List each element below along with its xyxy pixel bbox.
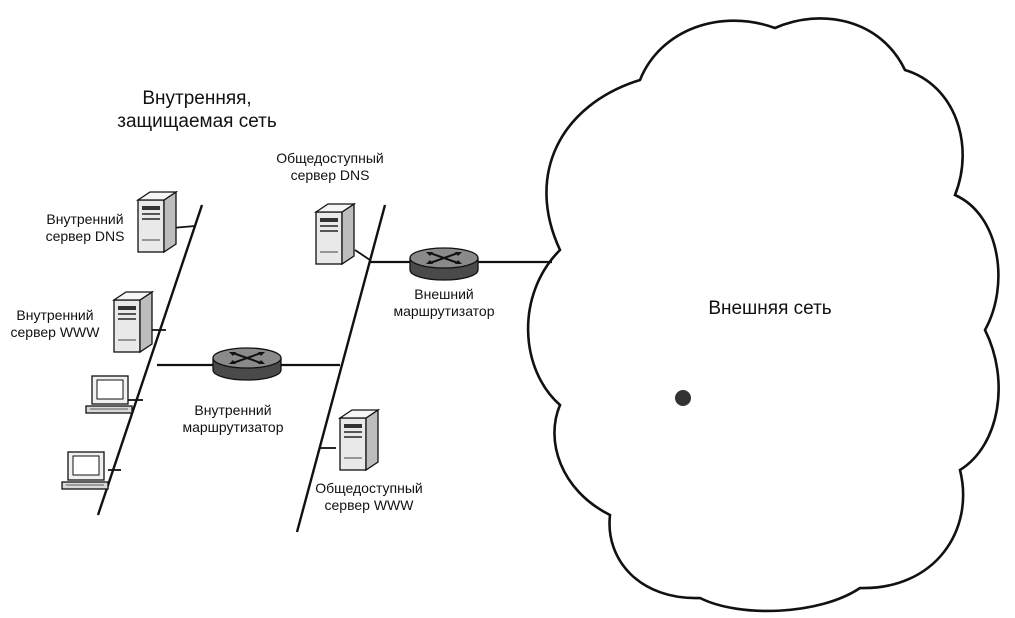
external-network-cloud xyxy=(526,17,1000,613)
cloud-dot xyxy=(675,390,691,406)
internal-www-server-icon xyxy=(113,291,153,353)
internal-router-label: Внутренний маршрутизатор xyxy=(182,402,284,435)
public-www-server-icon xyxy=(339,409,379,471)
workstation-icon xyxy=(61,451,109,490)
public-www-label: Общедоступный сервер WWW xyxy=(315,480,423,513)
external-network-label: Внешняя сеть xyxy=(708,298,832,319)
internal-www-label: Внутренний сервер WWW xyxy=(10,307,100,340)
external-router-icon xyxy=(409,247,479,281)
link-public-dns xyxy=(354,249,371,261)
internal-dns-label: Внутренний сервер DNS xyxy=(45,211,125,244)
dmz-backbone xyxy=(295,204,387,533)
internal-network-label: Внутренняя, защищаемая сеть xyxy=(117,88,277,132)
internal-backbone xyxy=(96,204,204,516)
external-router-label: Внешний маршрутизатор xyxy=(393,286,495,319)
public-dns-server-icon xyxy=(315,203,355,265)
workstation-icon xyxy=(85,375,133,414)
internal-dns-server-icon xyxy=(137,191,177,253)
public-dns-label: Общедоступный сервер DNS xyxy=(276,150,384,183)
internal-router-icon xyxy=(212,347,282,381)
